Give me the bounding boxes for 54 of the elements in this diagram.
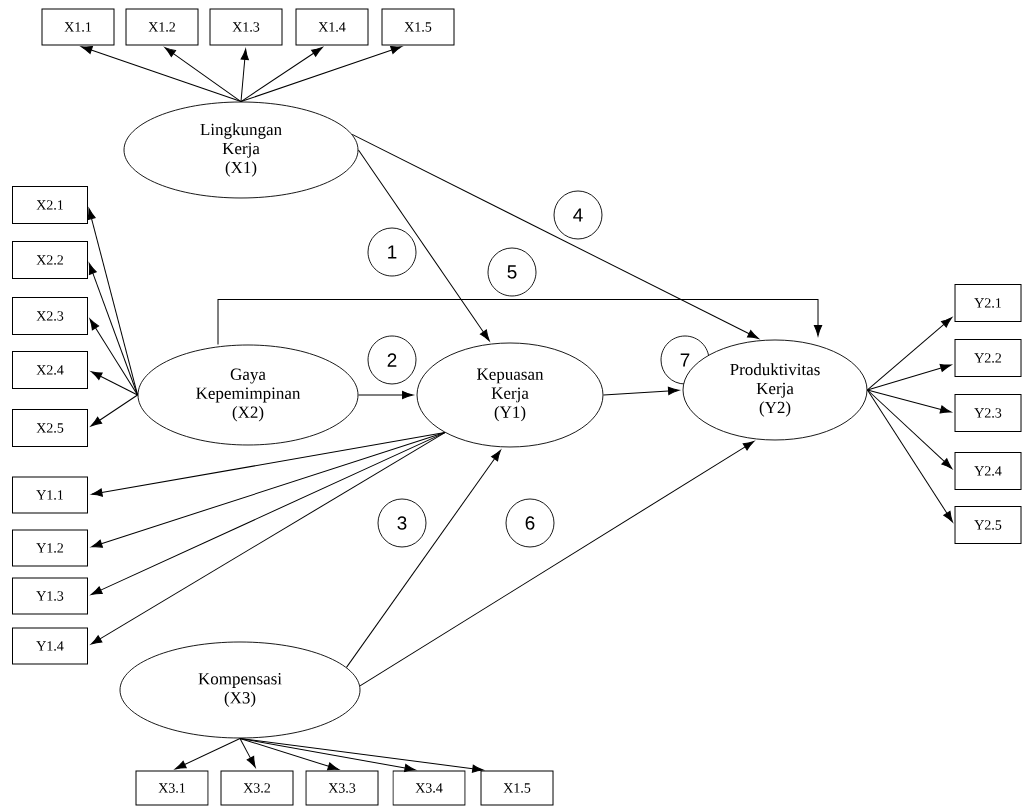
arrow [357, 390, 414, 400]
indicator-box: X1.1 [41, 8, 115, 46]
arrow [602, 386, 680, 396]
arrow [240, 48, 249, 103]
indicator-box: X2.3 [12, 297, 88, 335]
arrow [90, 371, 139, 396]
indicator-box: X2.2 [12, 241, 88, 279]
indicator-box: X1.4 [295, 8, 369, 46]
indicator-box: Y2.1 [954, 284, 1022, 322]
arrow [91, 432, 446, 497]
indicator-box: X2.1 [12, 186, 88, 224]
indicator-box: X1.5 [480, 770, 554, 806]
indicator-box: X2.4 [12, 351, 88, 389]
arrow [239, 737, 416, 773]
indicator-box: Y1.3 [12, 577, 88, 615]
arrow [866, 317, 953, 391]
arrow [351, 133, 759, 339]
indicator-box: Y2.3 [954, 394, 1022, 432]
indicator-box: X2.5 [12, 409, 88, 447]
arrow [866, 389, 953, 469]
indicator-box: Y1.2 [12, 529, 88, 567]
indicator-box: X3.1 [135, 770, 209, 806]
indicator-box: X1.5 [381, 8, 455, 46]
arrow [866, 363, 952, 391]
indicator-box: X3.4 [392, 770, 466, 806]
arrow [217, 299, 823, 346]
arrow [88, 263, 139, 396]
arrow [866, 389, 953, 523]
arrow [89, 318, 139, 396]
indicator-box: Y2.5 [954, 506, 1022, 544]
indicator-box: X3.3 [305, 770, 379, 806]
indicator-box: X1.3 [209, 8, 283, 46]
arrow [866, 389, 952, 414]
arrow [239, 737, 256, 768]
arrow [90, 394, 139, 427]
arrow [357, 149, 490, 342]
arrow [240, 46, 403, 103]
indicator-box: X1.2 [125, 8, 199, 46]
arrow [239, 737, 484, 773]
arrow [240, 47, 323, 103]
arrow [81, 46, 242, 103]
arrow [359, 440, 755, 687]
arrow [239, 737, 339, 771]
indicator-box: X3.2 [220, 770, 294, 806]
arrow [164, 47, 242, 103]
indicator-box: Y2.2 [954, 339, 1022, 377]
arrow [346, 449, 501, 668]
indicator-box: Y1.1 [12, 476, 88, 514]
arrow [174, 737, 241, 770]
arrow [91, 432, 446, 548]
indicator-box: Y1.4 [12, 627, 88, 665]
arrow [90, 432, 446, 645]
arrow [87, 208, 139, 396]
indicator-box: Y2.4 [954, 452, 1022, 490]
